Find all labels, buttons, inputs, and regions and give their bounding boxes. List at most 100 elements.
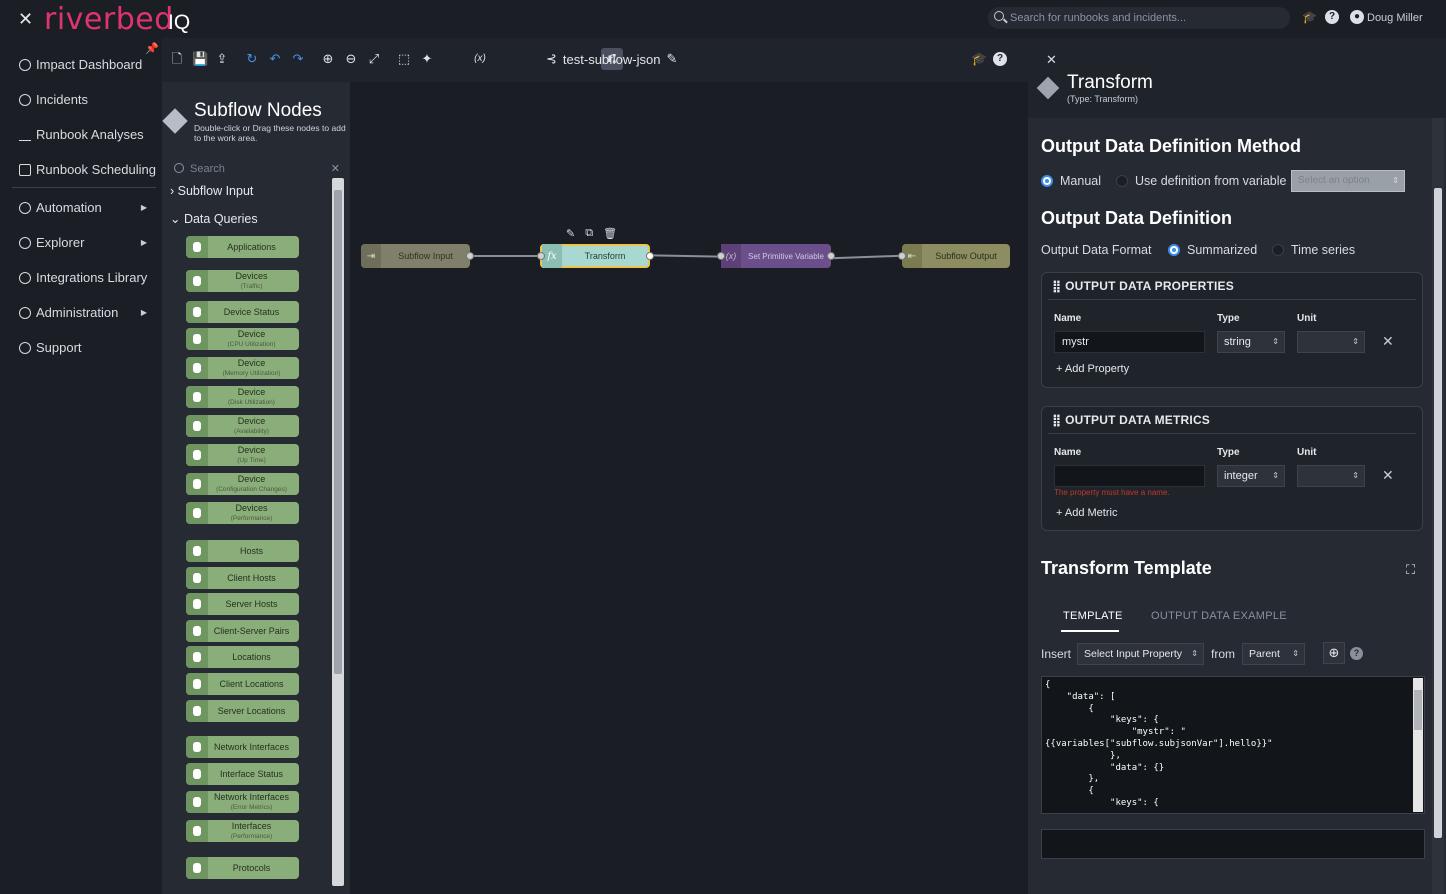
select-area-icon[interactable]: ⬚ <box>397 51 411 66</box>
palette-node[interactable]: Network Interfaces(Error Metrics) <box>186 791 299 813</box>
palette-node[interactable]: Applications <box>186 236 299 258</box>
nav-automation[interactable]: Automation▶ <box>19 200 159 215</box>
palette-node[interactable]: Device(Availability) <box>186 415 299 437</box>
insert-property-select[interactable]: Select Input Property⇕ <box>1077 643 1204 665</box>
edit-pencil-icon[interactable]: ✎ <box>566 228 576 240</box>
metric-name-input[interactable] <box>1054 465 1205 487</box>
palette-node[interactable]: Client Locations <box>186 673 299 695</box>
palette-node[interactable]: Device(CPU Utilization) <box>186 328 299 350</box>
save-icon[interactable]: 💾 <box>192 51 209 66</box>
palette-node[interactable]: Devices(Performance) <box>186 502 299 524</box>
metric-unit-select[interactable]: ⇕ <box>1297 465 1365 487</box>
radio-manual[interactable] <box>1041 175 1053 187</box>
edit-pencil-icon[interactable]: ✎ <box>666 51 678 66</box>
flow-node-set-primitive-variable[interactable]: (x) Set Primitive Variable <box>721 244 831 268</box>
help-icon[interactable]: ? <box>993 52 1007 66</box>
flow-node-subflow-input[interactable]: ⇥ Subflow Input <box>361 244 470 268</box>
connect-mode-button[interactable] <box>601 48 623 70</box>
pin-icon[interactable]: 📌 <box>145 43 159 55</box>
radio-time-series[interactable] <box>1272 244 1284 256</box>
template-code-editor[interactable]: { "data": [ { "keys": { "mystr": " {{var… <box>1041 676 1425 814</box>
graduation-cap-icon[interactable]: 🎓 <box>1302 10 1317 24</box>
node-port[interactable] <box>827 252 835 260</box>
help-icon[interactable]: ? <box>1350 647 1363 660</box>
from-select[interactable]: Parent⇕ <box>1242 643 1305 665</box>
palette-search-input[interactable]: Search ✕ <box>174 160 340 178</box>
remove-metric-icon[interactable]: ✕ <box>1382 467 1394 483</box>
palette-node[interactable]: Device(Disk Utilization) <box>186 386 299 408</box>
remove-property-icon[interactable]: ✕ <box>1382 333 1394 349</box>
panel-scrollbar-thumb[interactable] <box>1434 188 1442 838</box>
nav-impact-dashboard[interactable]: Impact Dashboard <box>19 57 159 72</box>
new-file-icon[interactable]: 🗋 <box>171 51 183 66</box>
palette-node[interactable]: Interface Status <box>186 763 299 785</box>
nav-incidents[interactable]: Incidents <box>19 92 159 107</box>
redo-icon[interactable]: ↷ <box>292 51 304 66</box>
palette-scrollbar-thumb[interactable] <box>334 190 342 674</box>
fit-screen-icon[interactable]: ⤢ <box>368 51 380 66</box>
flow-node-transform[interactable]: fx Transform <box>540 244 650 268</box>
palette-node[interactable]: Server Hosts <box>186 593 299 615</box>
nav-runbook-scheduling[interactable]: Runbook Scheduling <box>19 162 159 177</box>
add-property-button[interactable]: + Add Property <box>1056 363 1130 375</box>
expand-icon[interactable]: ⛶ <box>1406 562 1416 577</box>
insert-add-button[interactable]: ⊕ <box>1323 642 1345 664</box>
global-search-input[interactable]: Search for runbooks and incidents... <box>988 7 1290 29</box>
metric-type-select[interactable]: integer⇕ <box>1217 465 1285 487</box>
node-port[interactable] <box>537 252 545 260</box>
radio-use-variable[interactable] <box>1116 175 1128 187</box>
graduation-cap-icon[interactable]: 🎓 <box>971 51 988 66</box>
node-port[interactable] <box>466 252 474 260</box>
flow-canvas[interactable] <box>350 82 1028 894</box>
help-icon[interactable]: ? <box>1325 10 1339 24</box>
property-type-select[interactable]: string⇕ <box>1217 331 1285 353</box>
palette-node[interactable]: Client Hosts <box>186 567 299 589</box>
palette-node[interactable]: Device Status <box>186 301 299 323</box>
nav-support[interactable]: Support <box>19 340 159 355</box>
user-avatar-icon[interactable]: ● <box>1350 10 1364 24</box>
node-port[interactable] <box>898 252 906 260</box>
tab-output-data-example[interactable]: OUTPUT DATA EXAMPLE <box>1151 610 1287 622</box>
palette-node[interactable]: Client-Server Pairs <box>186 620 299 642</box>
property-unit-select[interactable]: ⇕ <box>1297 331 1365 353</box>
palette-node[interactable]: Server Locations <box>186 700 299 722</box>
palette-node[interactable]: Hosts <box>186 540 299 562</box>
export-icon[interactable]: ⇪ <box>216 51 228 66</box>
variables-icon[interactable]: (x) <box>474 53 486 64</box>
property-name-input[interactable]: mystr <box>1054 331 1205 353</box>
clear-search-icon[interactable]: ✕ <box>330 163 340 175</box>
palette-node[interactable]: Devices(Traffic) <box>186 270 299 292</box>
palette-node[interactable]: Protocols <box>186 857 299 879</box>
close-icon[interactable]: ✕ <box>18 9 34 29</box>
radio-summarized[interactable] <box>1168 244 1180 256</box>
nav-runbook-analyses[interactable]: Runbook Analyses <box>19 127 159 142</box>
reset-icon[interactable]: ↻ <box>246 51 258 66</box>
undo-icon[interactable]: ↶ <box>269 51 281 66</box>
zoom-in-icon[interactable]: ⊕ <box>322 51 334 66</box>
user-name[interactable]: Doug Miller <box>1367 12 1423 24</box>
palette-group-subflow-input[interactable]: › Subflow Input <box>170 184 254 198</box>
flow-node-subflow-output[interactable]: ⇤ Subflow Output <box>902 244 1010 268</box>
close-icon[interactable]: ✕ <box>1046 52 1057 67</box>
palette-group-data-queries[interactable]: ⌄ Data Queries <box>170 212 258 226</box>
copy-icon[interactable]: ⧉ <box>585 227 594 239</box>
nav-integrations-library[interactable]: Integrations Library <box>19 270 159 285</box>
palette-node[interactable]: Device(Memory Utilization) <box>186 357 299 379</box>
code-scrollbar[interactable] <box>1413 678 1423 812</box>
node-port[interactable] <box>717 252 725 260</box>
auto-layout-icon[interactable]: ✦ <box>421 51 433 66</box>
nav-administration[interactable]: Administration▶ <box>19 305 159 320</box>
palette-node[interactable]: Device(Up Time) <box>186 444 299 466</box>
palette-node[interactable]: Device(Configuration Changes) <box>186 473 299 495</box>
add-metric-button[interactable]: + Add Metric <box>1056 507 1118 519</box>
secondary-textarea[interactable] <box>1041 829 1425 859</box>
palette-node[interactable]: Interfaces(Performance) <box>186 820 299 842</box>
palette-node[interactable]: Locations <box>186 646 299 668</box>
tab-template[interactable]: TEMPLATE <box>1063 610 1123 622</box>
zoom-out-icon[interactable]: ⊖ <box>345 51 357 66</box>
node-port[interactable] <box>646 252 654 260</box>
trash-icon[interactable]: 🗑 <box>603 228 618 240</box>
nav-explorer[interactable]: Explorer▶ <box>19 235 159 250</box>
palette-node[interactable]: Network Interfaces <box>186 736 299 758</box>
code-scrollbar-thumb[interactable] <box>1414 690 1422 730</box>
